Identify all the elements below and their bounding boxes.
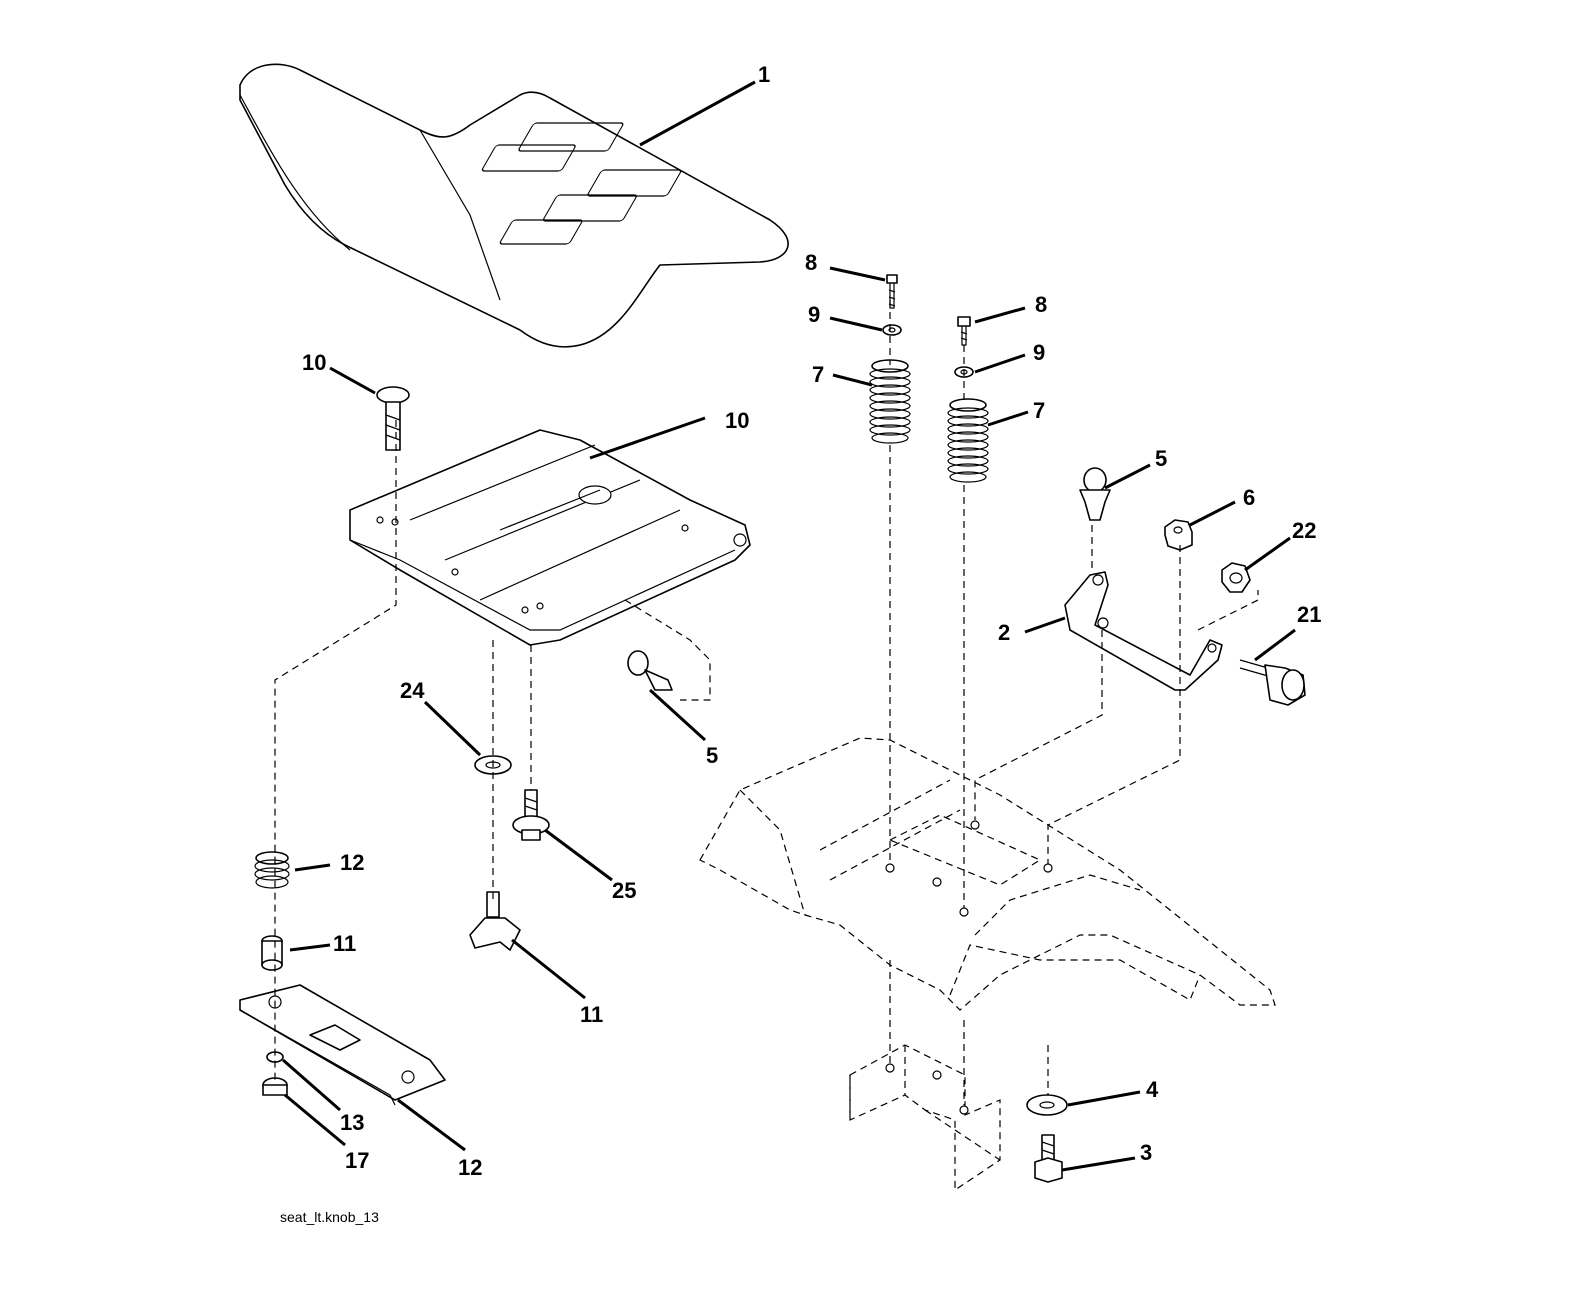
- seat-part-1: [239, 63, 789, 348]
- knob-part-11: [469, 891, 521, 951]
- callout-3: 3: [1140, 1140, 1152, 1165]
- washer-part-4: [1026, 1094, 1068, 1116]
- bracket-part-12: [239, 984, 446, 1106]
- clip-part-5-left: [627, 650, 673, 691]
- callout-4: 4: [1146, 1077, 1159, 1102]
- nut-part-6: [1164, 519, 1193, 551]
- callout-7-right: 7: [1033, 398, 1045, 423]
- bolt-part-3: [1034, 1134, 1063, 1183]
- callout-7-left: 7: [812, 362, 824, 387]
- bolt-part-25: [512, 789, 550, 841]
- bolt-part-8-left: [886, 274, 898, 309]
- callout-9-right: 9: [1033, 340, 1045, 365]
- fender-outline: [699, 737, 1276, 1011]
- callout-8-right: 8: [1035, 292, 1047, 317]
- spring-part-7-right: [947, 398, 989, 483]
- spring-part-16: [254, 851, 290, 889]
- bolt-part-8-right: [957, 316, 971, 346]
- callout-22: 22: [1292, 518, 1316, 543]
- diagram-caption: seat_lt.knob_13: [280, 1209, 379, 1225]
- washer-part-9-left: [882, 324, 902, 336]
- spacer-part-15: [261, 935, 283, 971]
- callout-16: 12: [340, 850, 364, 875]
- callout-2: 2: [998, 620, 1010, 645]
- callout-15: 11: [333, 931, 356, 956]
- seat-pan-part-10: [349, 429, 751, 646]
- callout-5-left: 5: [706, 743, 718, 768]
- support-bracket-outline: [849, 1044, 1001, 1192]
- carriage-bolt-part-14: [376, 386, 410, 451]
- callout-12: 12: [458, 1155, 482, 1180]
- callout-9-left: 9: [808, 302, 820, 327]
- bracket-part-2: [1064, 571, 1223, 691]
- callout-10: 10: [725, 408, 749, 433]
- clip-part-5-right: [1079, 467, 1111, 521]
- callout-1: 1: [758, 62, 770, 87]
- callout-13: 13: [340, 1110, 364, 1135]
- spring-part-7-left: [869, 359, 911, 444]
- nut-part-22: [1221, 562, 1251, 593]
- callout-8-left: 8: [805, 250, 817, 275]
- callout-25: 25: [612, 878, 636, 903]
- callout-11: 11: [580, 1002, 603, 1027]
- callout-14: 10: [302, 350, 326, 375]
- callout-17: 17: [345, 1148, 369, 1173]
- locknut-part-17: [262, 1077, 288, 1096]
- callout-5-right: 5: [1155, 446, 1167, 471]
- bolt-part-21: [1239, 659, 1306, 706]
- callout-24: 24: [400, 678, 425, 703]
- callout-6: 6: [1243, 485, 1255, 510]
- callout-21: 21: [1297, 602, 1321, 627]
